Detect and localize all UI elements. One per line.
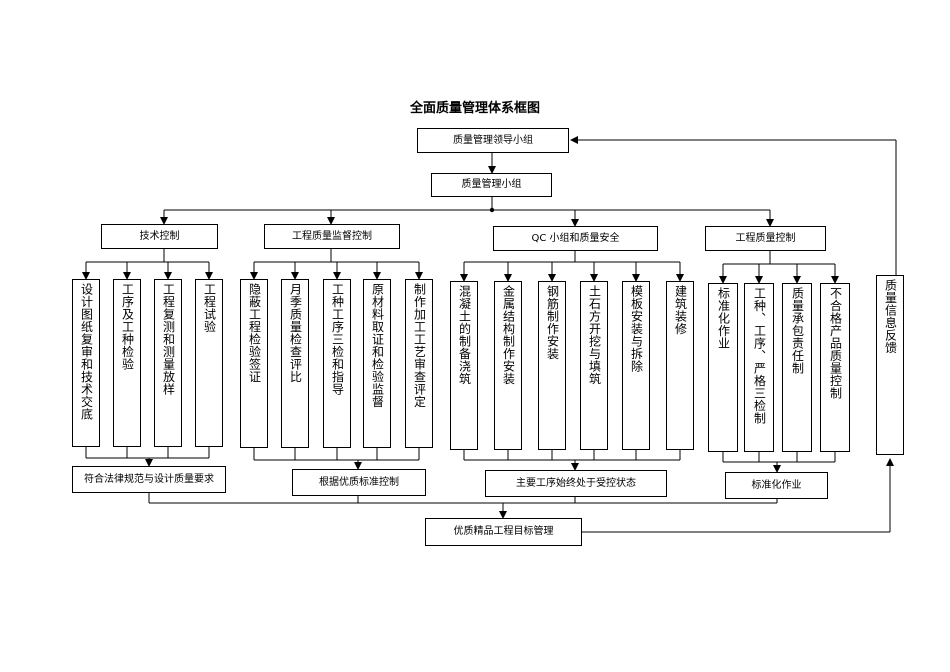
feedback-box: 质量信息反馈 bbox=[876, 275, 904, 455]
supervision-item-box: 月季质量检查评比 bbox=[281, 279, 309, 448]
quality-item-box: 不合格产品质量控制 bbox=[820, 283, 850, 452]
qc-item-label: 土石方开挖与填筑 bbox=[587, 285, 602, 385]
qc-item-box: 混凝土的制备浇筑 bbox=[450, 281, 478, 450]
tech-summary-box: 符合法律规范与设计质量要求 bbox=[72, 466, 226, 493]
qc-item-box: 金属结构制作安装 bbox=[494, 281, 522, 450]
supervision-item-box: 隐蔽工程检验签证 bbox=[240, 279, 268, 448]
supervision-item-label: 隐蔽工程检验签证 bbox=[247, 283, 262, 383]
qc-item-label: 模板安装与拆除 bbox=[629, 285, 644, 373]
quality-item-label: 不合格产品质量控制 bbox=[828, 287, 843, 400]
quality-item-box: 工种、工序、严格三检制 bbox=[744, 283, 774, 452]
feedback-label: 质量信息反馈 bbox=[883, 279, 898, 354]
qc-safety-box: QC 小组和质量安全 bbox=[493, 226, 658, 251]
qc-item-label: 金属结构制作安装 bbox=[501, 285, 516, 385]
supervision-summary-box: 根据优质标准控制 bbox=[292, 469, 426, 496]
qc-item-label: 钢筋制作安装 bbox=[545, 285, 560, 360]
quality-item-label: 标准化作业 bbox=[716, 287, 731, 350]
supervision-item-box: 制作加工工艺审查评定 bbox=[405, 279, 433, 448]
quality-item-label: 工种、工序、严格三检制 bbox=[752, 287, 767, 425]
tech-item-box: 工程试验 bbox=[195, 279, 223, 447]
tech-item-label: 设计图纸复审和技术交底 bbox=[79, 283, 94, 421]
supervision-item-box: 原材料取证和检验监督 bbox=[363, 279, 391, 448]
tech-item-label: 工序及工种检验 bbox=[120, 283, 135, 371]
supervision-item-label: 工种工序三检和指导 bbox=[330, 283, 345, 396]
qc-item-label: 建筑装修 bbox=[673, 285, 688, 335]
supervision-item-label: 月季质量检查评比 bbox=[288, 283, 303, 383]
diagram-title: 全面质量管理体系框图 bbox=[409, 101, 540, 116]
tech-item-box: 工程复测和测量放样 bbox=[154, 279, 182, 447]
tech-item-label: 工程试验 bbox=[202, 283, 217, 333]
supervision-item-box: 工种工序三检和指导 bbox=[323, 279, 351, 448]
qm-group-box: 质量管理小组 bbox=[431, 173, 552, 197]
tech-item-box: 设计图纸复审和技术交底 bbox=[72, 279, 100, 447]
qc-item-box: 钢筋制作安装 bbox=[538, 281, 566, 450]
qc-item-box: 模板安装与拆除 bbox=[622, 281, 650, 450]
quality-item-label: 质量承包责任制 bbox=[790, 287, 805, 375]
qc-item-label: 混凝土的制备浇筑 bbox=[457, 285, 472, 385]
qc-item-box: 建筑装修 bbox=[666, 281, 694, 450]
quality-item-box: 质量承包责任制 bbox=[782, 283, 812, 452]
quality-item-box: 标准化作业 bbox=[708, 283, 738, 452]
quality-summary-box: 标准化作业 bbox=[725, 472, 828, 499]
supervision-item-label: 原材料取证和检验监督 bbox=[370, 283, 385, 408]
quality-control-box: 工程质量控制 bbox=[705, 226, 826, 251]
goal-box: 优质精品工程目标管理 bbox=[425, 518, 582, 546]
qc-item-box: 土石方开挖与填筑 bbox=[580, 281, 608, 450]
supervision-control-box: 工程质量监督控制 bbox=[264, 224, 400, 249]
leader-group-box: 质量管理领导小组 bbox=[417, 128, 569, 153]
tech-item-box: 工序及工种检验 bbox=[113, 279, 141, 447]
tech-item-label: 工程复测和测量放样 bbox=[161, 283, 176, 396]
tech-control-box: 技术控制 bbox=[101, 224, 218, 249]
supervision-item-label: 制作加工工艺审查评定 bbox=[412, 283, 427, 408]
qc-summary-box: 主要工序始终处于受控状态 bbox=[485, 470, 667, 497]
